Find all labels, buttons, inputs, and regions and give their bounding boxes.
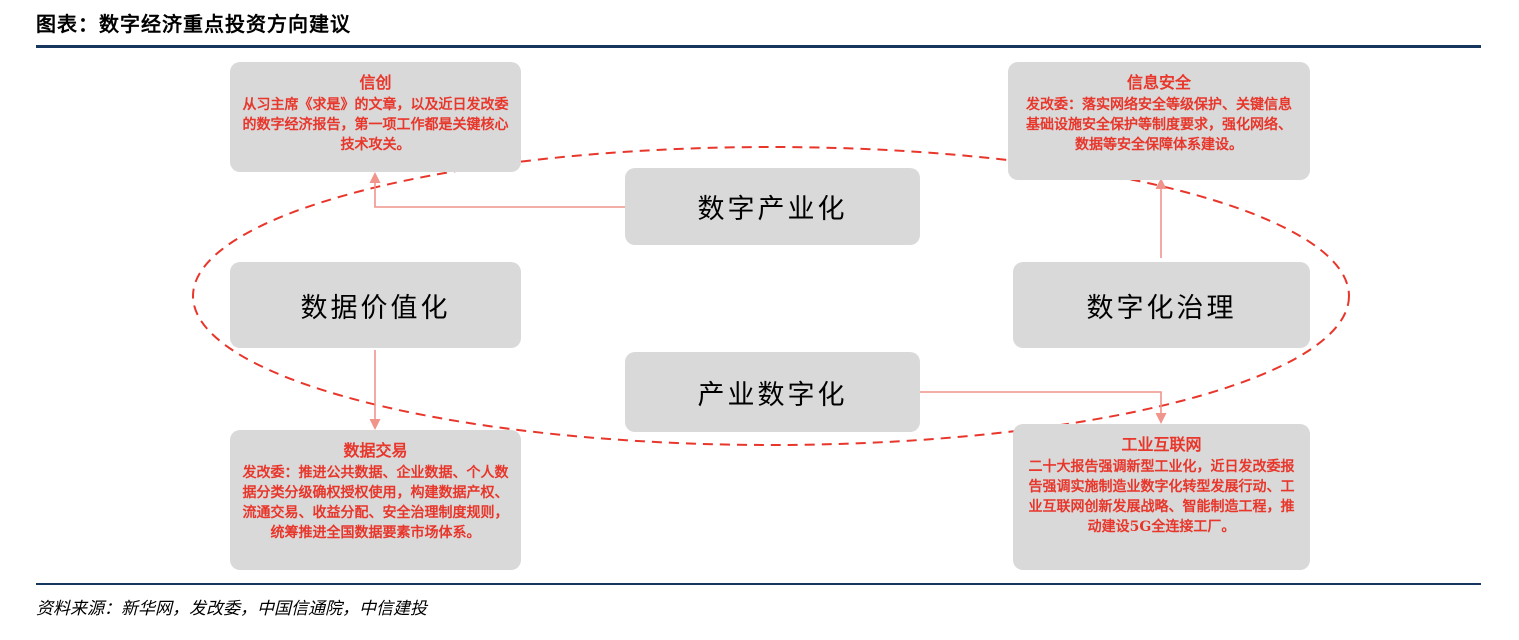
source-note: 资料来源：新华网，发改委，中国信通院，中信建投 xyxy=(36,599,427,619)
arrow-line-to-industrial-internet xyxy=(920,391,1162,416)
detail-box-data-trading: 数据交易 发改委：推进公共数据、企业数据、个人数据分类分级确权授权使用，构建数据… xyxy=(230,430,521,570)
node-digital-industrialization: 数字产业化 xyxy=(625,168,920,245)
detail-title-industrial-internet: 工业互联网 xyxy=(1121,435,1202,454)
detail-box-information-security: 信息安全 发改委：落实网络安全等级保护、关键信息基础设施安全保护等制度要求，强化… xyxy=(1008,62,1310,180)
arrowhead-up-information-security xyxy=(1155,178,1167,189)
figure-title: 图表：数字经济重点投资方向建议 xyxy=(36,12,351,36)
detail-box-industrial-internet: 工业互联网 二十大报告强调新型工业化，近日发改委报告强调实施制造业数字化转型发展… xyxy=(1013,424,1310,570)
arrow-lines xyxy=(374,182,1162,420)
node-digital-governance: 数字化治理 xyxy=(1013,262,1310,348)
node-label-digital-industrialization: 数字产业化 xyxy=(697,194,848,225)
arrow-line-to-xinchuang xyxy=(374,182,625,208)
node-label-data-valorization: 数据价值化 xyxy=(300,292,451,324)
detail-body-industrial-internet: 二十大报告强调新型工业化，近日发改委报告强调实施制造业数字化转型发展行动、工业互… xyxy=(1028,459,1295,535)
detail-title-information-security: 信息安全 xyxy=(1126,73,1191,92)
detail-box-xinchuang: 信创 从习主席《求是》的文章，以及近日发改委的数字经济报告，第一项工作都是关键核… xyxy=(230,62,521,172)
node-label-digital-governance: 数字化治理 xyxy=(1086,292,1237,324)
top-rule xyxy=(36,45,1481,48)
node-data-valorization: 数据价值化 xyxy=(230,262,521,348)
arrowhead-up-xinchuang xyxy=(369,172,381,183)
dashed-ellipse xyxy=(192,146,1350,446)
bottom-rule xyxy=(36,583,1481,585)
arrowhead-down-industrial-internet xyxy=(1155,413,1167,424)
detail-body-data-trading: 发改委：推进公共数据、企业数据、个人数据分类分级确权授权使用，构建数据产权、流通… xyxy=(242,465,509,541)
detail-body-xinchuang: 从习主席《求是》的文章，以及近日发改委的数字经济报告，第一项工作都是关键核心技术… xyxy=(242,97,509,153)
node-industry-digitalization: 产业数字化 xyxy=(625,352,920,432)
detail-title-data-trading: 数据交易 xyxy=(343,441,408,460)
detail-body-information-security: 发改委：落实网络安全等级保护、关键信息基础设施安全保护等制度要求，强化网络、数据… xyxy=(1026,97,1292,153)
node-label-industry-digitalization: 产业数字化 xyxy=(697,379,848,411)
detail-title-xinchuang: 信创 xyxy=(359,73,392,92)
arrowhead-down-data-trading xyxy=(369,419,381,430)
arrowheads xyxy=(369,172,1167,430)
